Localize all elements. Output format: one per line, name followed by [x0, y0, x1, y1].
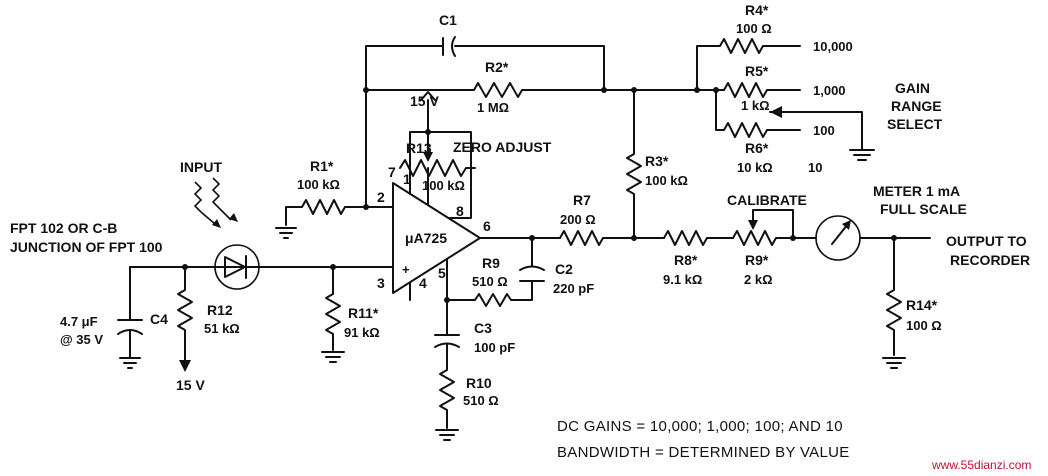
label-r9-cal: R9* — [745, 252, 769, 268]
label-output-1: OUTPUT TO — [946, 233, 1027, 249]
label-r1-value: 100 kΩ — [297, 177, 340, 192]
label-gain-10: 10 — [808, 160, 822, 175]
label-r4-value: 100 Ω — [736, 21, 772, 36]
label-r7: R7 — [573, 192, 591, 208]
label-pin3: 3 — [377, 275, 385, 291]
watermark: www.55dianzi.com — [931, 458, 1031, 472]
note-dc-gains: DC GAINS = 10,000; 1,000; 100; AND 10 — [557, 418, 843, 435]
label-r5-value: 1 kΩ — [741, 98, 770, 113]
output-chain — [559, 209, 931, 369]
label-r13-value: 100 kΩ — [422, 178, 465, 193]
label-r14-value: 100 Ω — [906, 318, 942, 333]
label-opamp: μA725 — [405, 230, 447, 246]
label-r6-value: 10 kΩ — [737, 160, 773, 175]
label-r13: R13 — [406, 140, 432, 156]
label-r3-value: 100 kΩ — [645, 173, 688, 188]
label-gain-range-3: SELECT — [887, 116, 943, 132]
label-r10: R10 — [466, 375, 492, 391]
label-gain-1000: 1,000 — [813, 83, 846, 98]
notes: DC GAINS = 10,000; 1,000; 100; AND 10 BA… — [557, 418, 850, 461]
label-plus: + — [402, 262, 410, 277]
label-pin4: 4 — [419, 275, 427, 291]
label-r6: R6* — [745, 140, 769, 156]
label-c1: C1 — [439, 12, 457, 28]
label-r4: R4* — [745, 2, 769, 18]
label-c4: C4 — [150, 311, 168, 327]
label-c2: C2 — [555, 261, 573, 277]
label-r5: R5* — [745, 63, 769, 79]
compensation-network — [434, 235, 545, 441]
label-r8-value: 9.1 kΩ — [663, 272, 702, 287]
component-labels: C1 R2* 1 MΩ R4* 100 Ω 10,000 R5* 1,000 1… — [10, 2, 1030, 408]
label-r8: R8* — [674, 252, 698, 268]
label-pin7: 7 — [388, 164, 396, 180]
label-r2-value: 1 MΩ — [477, 100, 509, 115]
label-r14: R14* — [906, 297, 938, 313]
label-fpt-1: FPT 102 OR C-B — [10, 220, 117, 236]
label-r9-cal-value: 2 kΩ — [744, 272, 773, 287]
label-r11-value: 91 kΩ — [344, 325, 380, 340]
label-calibrate: CALIBRATE — [727, 192, 807, 208]
label-gain-10000: 10,000 — [813, 39, 853, 54]
label-r9: R9 — [482, 255, 500, 271]
inverting-input-network — [275, 182, 369, 239]
label-pin5: 5 — [438, 265, 446, 281]
label-r2: R2* — [485, 59, 509, 75]
label-input: INPUT — [180, 159, 222, 175]
label-r1: R1* — [310, 158, 334, 174]
label-r11: R11* — [348, 305, 379, 321]
label-15v-top: 15 V — [410, 93, 439, 109]
label-c4-value-2: @ 35 V — [60, 332, 103, 347]
label-15v-bottom: 15 V — [176, 377, 205, 393]
label-c3-value: 100 pF — [474, 340, 515, 355]
label-r7-value: 200 Ω — [560, 212, 596, 227]
label-r10-value: 510 Ω — [463, 393, 499, 408]
label-meter-2: FULL SCALE — [880, 201, 967, 217]
label-r12-value: 51 kΩ — [204, 321, 240, 336]
label-output-2: RECORDER — [950, 252, 1030, 268]
zero-adjust-pot — [399, 91, 476, 219]
feedback-network — [363, 36, 875, 239]
note-bandwidth: BANDWIDTH = DETERMINED BY VALUE — [557, 444, 850, 461]
label-r9-value: 510 Ω — [472, 274, 508, 289]
label-gain-100: 100 — [813, 123, 835, 138]
label-fpt-2: JUNCTION OF FPT 100 — [10, 239, 163, 255]
label-pin2: 2 — [377, 189, 385, 205]
label-pin6: 6 — [483, 218, 491, 234]
label-zero-adjust: ZERO ADJUST — [453, 139, 552, 155]
label-gain-range-1: GAIN — [895, 80, 930, 96]
label-r12: R12 — [207, 302, 233, 318]
input-photodiode-network — [117, 177, 394, 372]
label-r3: R3* — [645, 153, 669, 169]
label-c3: C3 — [474, 320, 492, 336]
label-c4-value-1: 4.7 μF — [60, 314, 98, 329]
label-pin1: 1 — [403, 171, 411, 187]
label-pin8: 8 — [456, 203, 464, 219]
label-meter-1: METER 1 mA — [873, 183, 960, 199]
label-gain-range-2: RANGE — [891, 98, 942, 114]
label-c2-value: 220 pF — [553, 281, 594, 296]
